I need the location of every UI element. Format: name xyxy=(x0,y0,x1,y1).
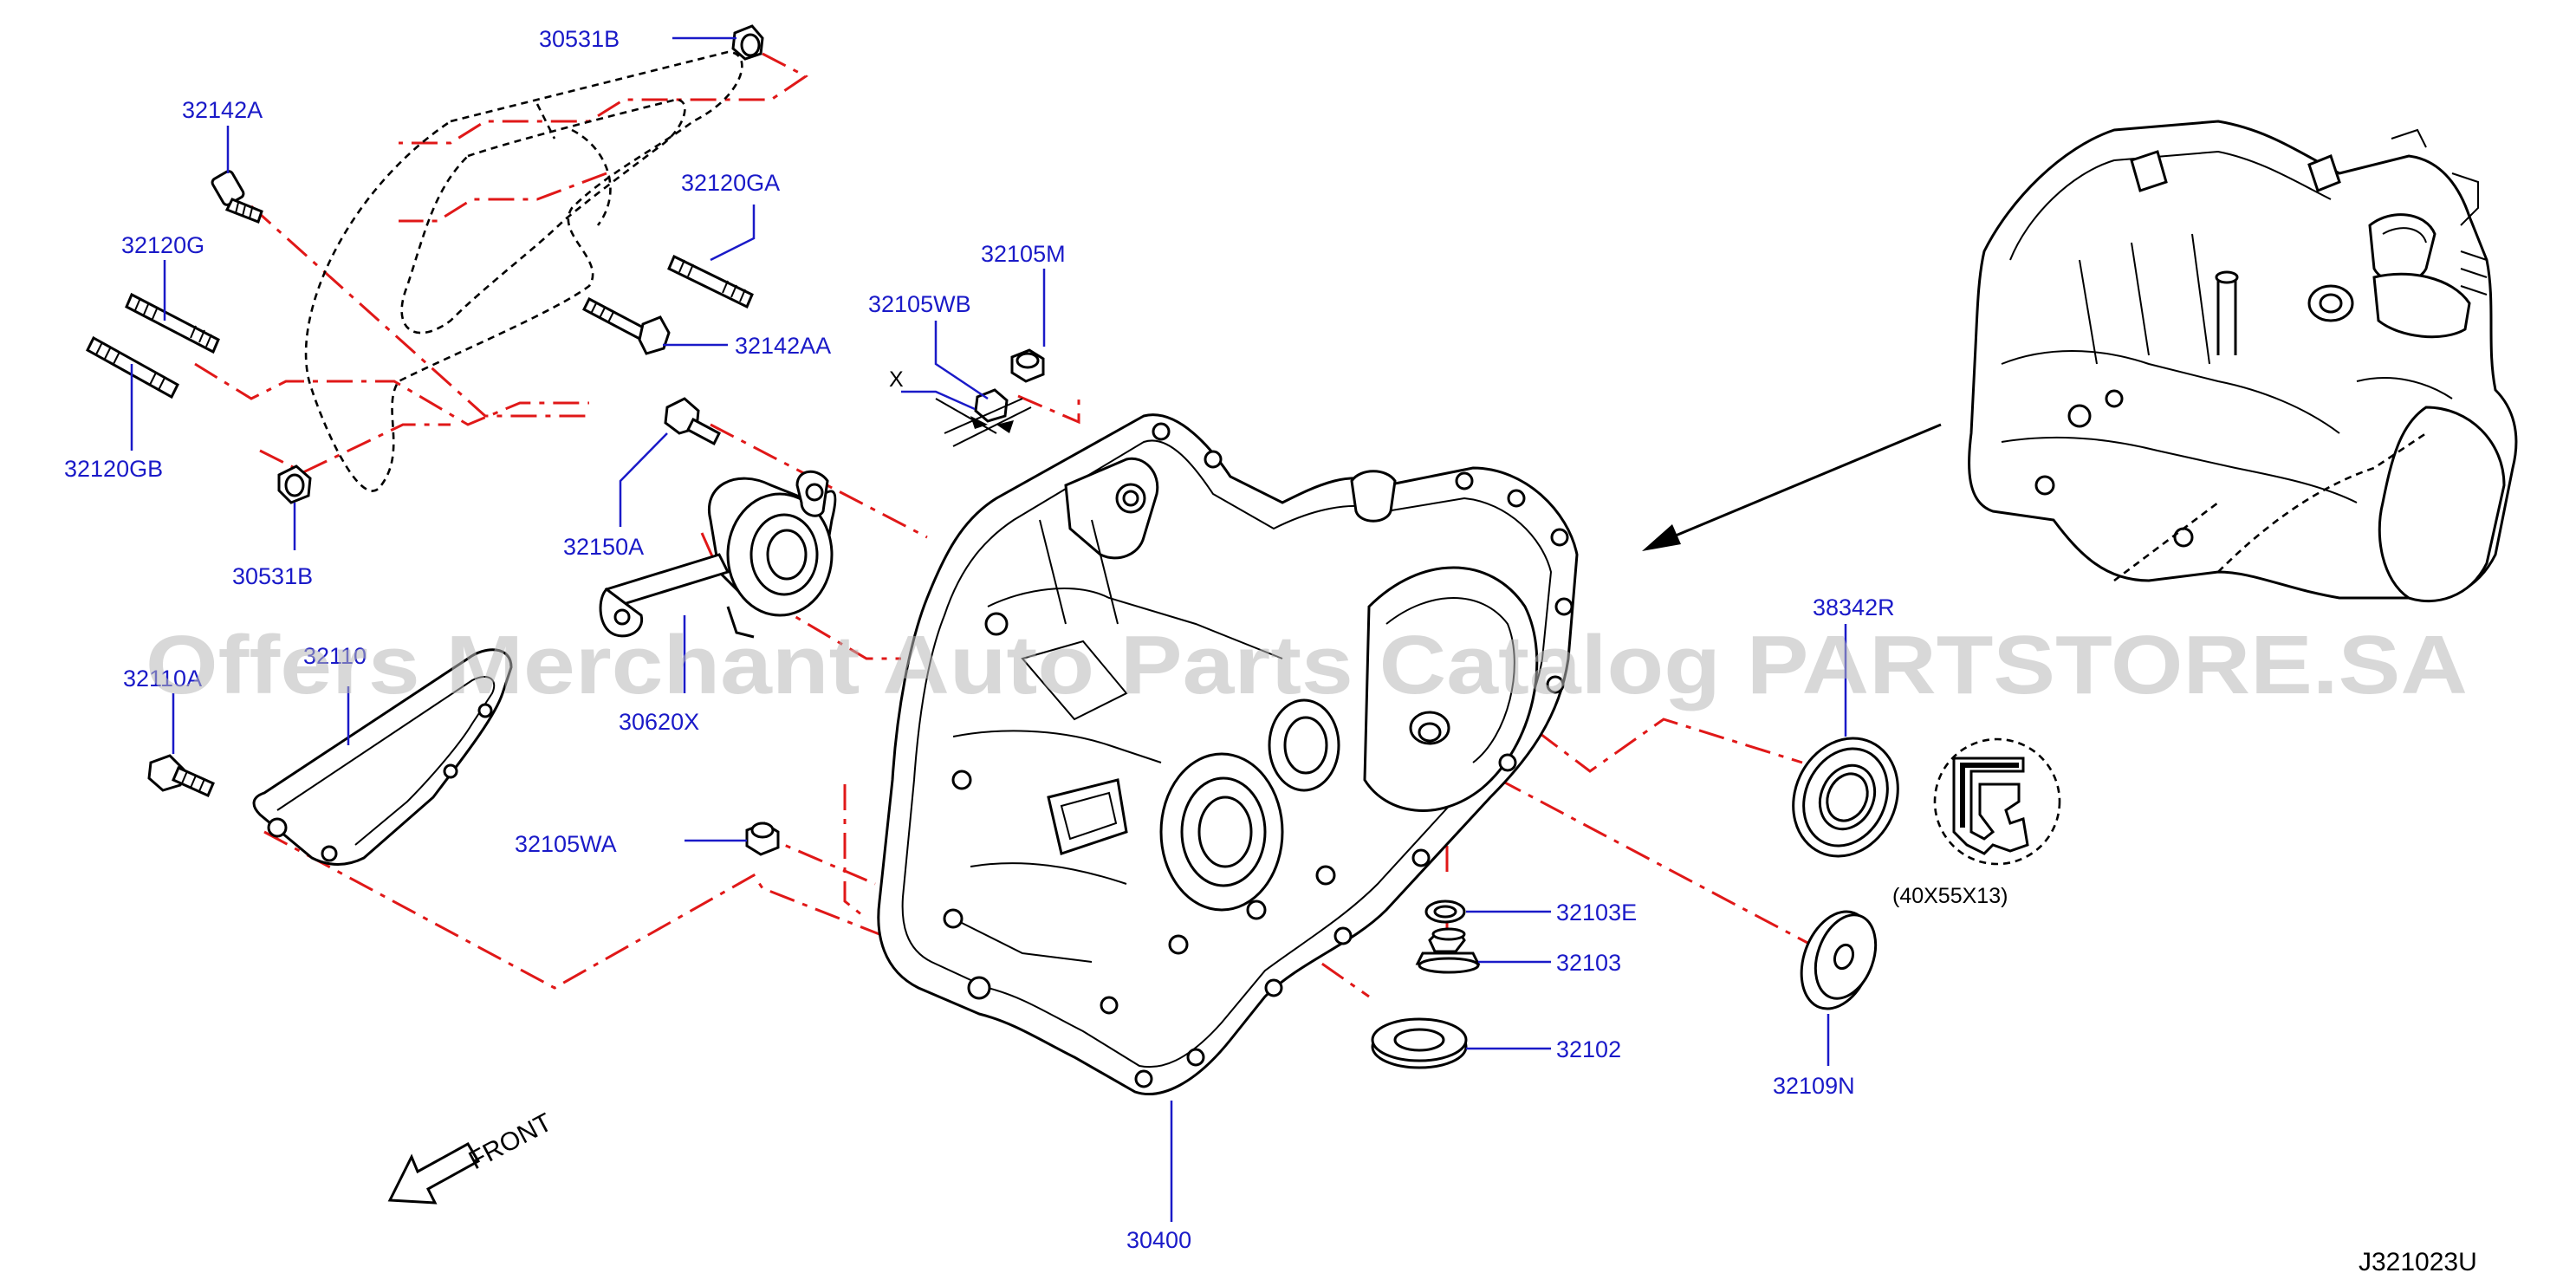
label-32103: 32103 xyxy=(1556,950,1621,976)
label-x-detail: X xyxy=(889,367,904,392)
dotted-clutch-housing-outline xyxy=(304,50,743,492)
seal-ring-32102 xyxy=(1371,1017,1468,1069)
label-32120G: 32120G xyxy=(121,232,204,258)
part-number-labels: 30531B 32142A 32120GA 32120G 32142AA 321… xyxy=(64,26,1895,1253)
label-30620X: 30620X xyxy=(619,709,699,735)
case-bolt-holes xyxy=(943,422,1574,1088)
bolt-32142AA xyxy=(582,296,671,355)
label-32110A: 32110A xyxy=(123,666,202,692)
clutch-slave-cylinder-30620X xyxy=(599,470,837,639)
label-32150A: 32150A xyxy=(563,534,644,560)
bolt-32142A xyxy=(211,170,263,224)
front-arrow-icon xyxy=(387,1141,481,1205)
label-30531B-bottom: 30531B xyxy=(232,563,313,589)
label-32110: 32110 xyxy=(303,643,367,669)
transaxle-case-30400 xyxy=(877,413,1579,1095)
plug-32105M xyxy=(1010,348,1045,383)
label-32105M: 32105M xyxy=(981,241,1066,267)
seal-cross-section-detail xyxy=(1933,737,2061,866)
plug-32105WA xyxy=(745,822,780,856)
label-38342R: 38342R xyxy=(1813,594,1895,620)
plug-32105WB xyxy=(935,388,1032,447)
label-30531B-top: 30531B xyxy=(539,26,620,52)
diagram-reference-code: J321023U xyxy=(2359,1248,2477,1276)
bolt-32110A xyxy=(147,754,215,797)
drain-plug-32103 xyxy=(1415,927,1481,974)
label-32142A: 32142A xyxy=(182,97,263,123)
stud-32120G xyxy=(125,292,220,354)
label-32105WB: 32105WB xyxy=(868,291,971,317)
bolt-32150A xyxy=(664,397,721,446)
label-32103E: 32103E xyxy=(1556,900,1637,926)
stud-32120GA xyxy=(667,254,754,309)
front-label: FRONT xyxy=(464,1108,557,1176)
label-32102: 32102 xyxy=(1556,1036,1621,1062)
label-30400: 30400 xyxy=(1126,1227,1191,1253)
leader-lines xyxy=(130,36,1847,1222)
nut-30531B-bottom xyxy=(277,464,312,504)
view-arrow xyxy=(1642,423,1942,551)
nut-30531B-top xyxy=(731,24,764,61)
transaxle-assembly-view xyxy=(1968,120,2518,603)
seal-dimensions-label: (40X55X13) xyxy=(1892,884,2008,908)
label-32120GA: 32120GA xyxy=(681,170,780,196)
watermark-text: Offers Merchant Auto Parts Catalog PARTS… xyxy=(146,619,2468,711)
label-32109N: 32109N xyxy=(1773,1073,1855,1099)
label-32142AA: 32142AA xyxy=(735,333,831,359)
label-32105WA: 32105WA xyxy=(515,831,617,857)
cap-32109N xyxy=(1800,910,1878,1010)
label-32120GB: 32120GB xyxy=(64,456,163,482)
washer-32103E xyxy=(1424,900,1466,924)
oil-seal-38342R xyxy=(1792,737,1899,858)
cover-plate-32110 xyxy=(252,648,513,866)
